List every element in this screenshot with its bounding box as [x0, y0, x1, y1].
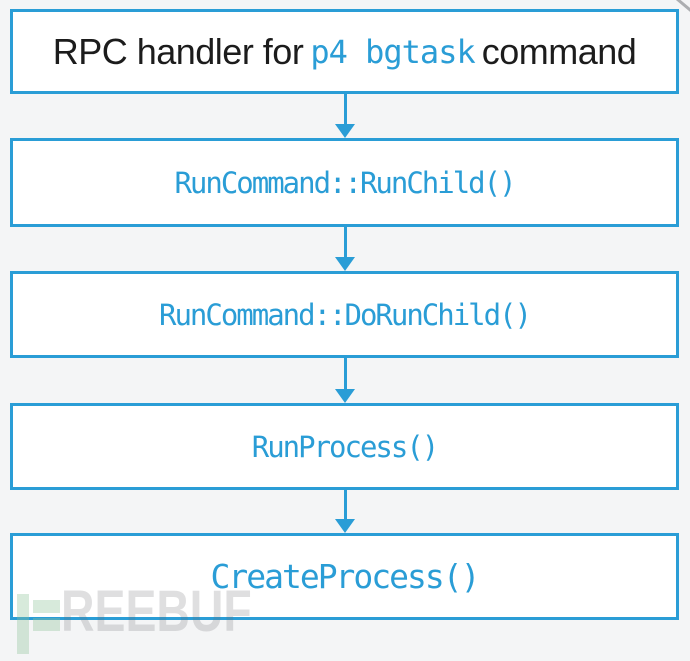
flow-arrow-4	[335, 490, 355, 533]
node-label: RunProcess()	[251, 429, 440, 464]
arrow-line	[343, 227, 347, 262]
arrow-line	[343, 490, 347, 524]
flow-node-do-run-child: RunCommand::DoRunChild()	[10, 271, 679, 358]
arrow-down-icon	[335, 519, 355, 533]
node-label-suffix: command	[481, 30, 637, 72]
node-label: CreateProcess()	[210, 557, 480, 596]
node-label: RunCommand::RunChild()	[174, 165, 516, 200]
arrow-down-icon	[335, 124, 355, 138]
flow-node-run-process: RunProcess()	[10, 403, 679, 490]
flow-arrow-2	[335, 227, 355, 271]
diagram-canvas: { "page": { "background_color": "#f4f5f6…	[10, 0, 690, 654]
flow-node-run-child: RunCommand::RunChild()	[10, 138, 679, 227]
node-label-code: p4 bgtask	[310, 32, 475, 71]
flow-arrow-3	[335, 358, 355, 403]
flow-node-rpc-handler: RPC handler for p4 bgtask command	[10, 9, 679, 94]
node-label-prefix: RPC handler for	[52, 30, 304, 72]
arrow-line	[343, 358, 347, 394]
flow-node-create-process: CreateProcess()	[10, 533, 679, 620]
arrow-line	[343, 94, 347, 129]
arrow-down-icon	[335, 257, 355, 271]
flow-arrow-1	[335, 94, 355, 138]
arrow-down-icon	[335, 389, 355, 403]
node-label: RunCommand::DoRunChild()	[158, 297, 532, 332]
